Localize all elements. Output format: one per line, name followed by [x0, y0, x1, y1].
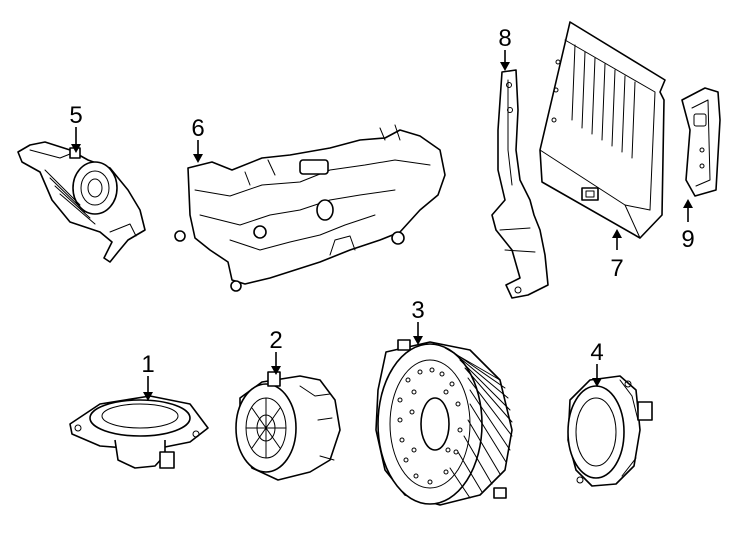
- callout-8: 8: [498, 25, 511, 52]
- callout-7: 7: [610, 255, 623, 282]
- part-7-control-module: [539, 21, 666, 239]
- callout-numbers: 1 2 3 4 5 6 7 8 9: [69, 25, 694, 378]
- speaker-3-perforations: [397, 367, 463, 485]
- part-8-mounting-bracket: [491, 69, 549, 299]
- callout-6: 6: [191, 115, 204, 142]
- callout-2: 2: [269, 327, 282, 354]
- callout-5: 5: [69, 102, 82, 129]
- part-3-speaker: [375, 339, 513, 506]
- callout-9: 9: [681, 226, 694, 253]
- part-1-speaker: [69, 395, 209, 469]
- part-4-tweeter: [567, 375, 653, 487]
- callout-leaders: [71, 50, 693, 401]
- part-2-speaker: [235, 371, 341, 481]
- part-5-speaker-with-bracket: [17, 141, 146, 263]
- part-9-small-bracket: [681, 87, 721, 197]
- callout-4: 4: [590, 339, 603, 366]
- callout-3: 3: [411, 297, 424, 324]
- part-6-amplifier-bracket: [174, 124, 446, 292]
- callout-1: 1: [141, 351, 154, 378]
